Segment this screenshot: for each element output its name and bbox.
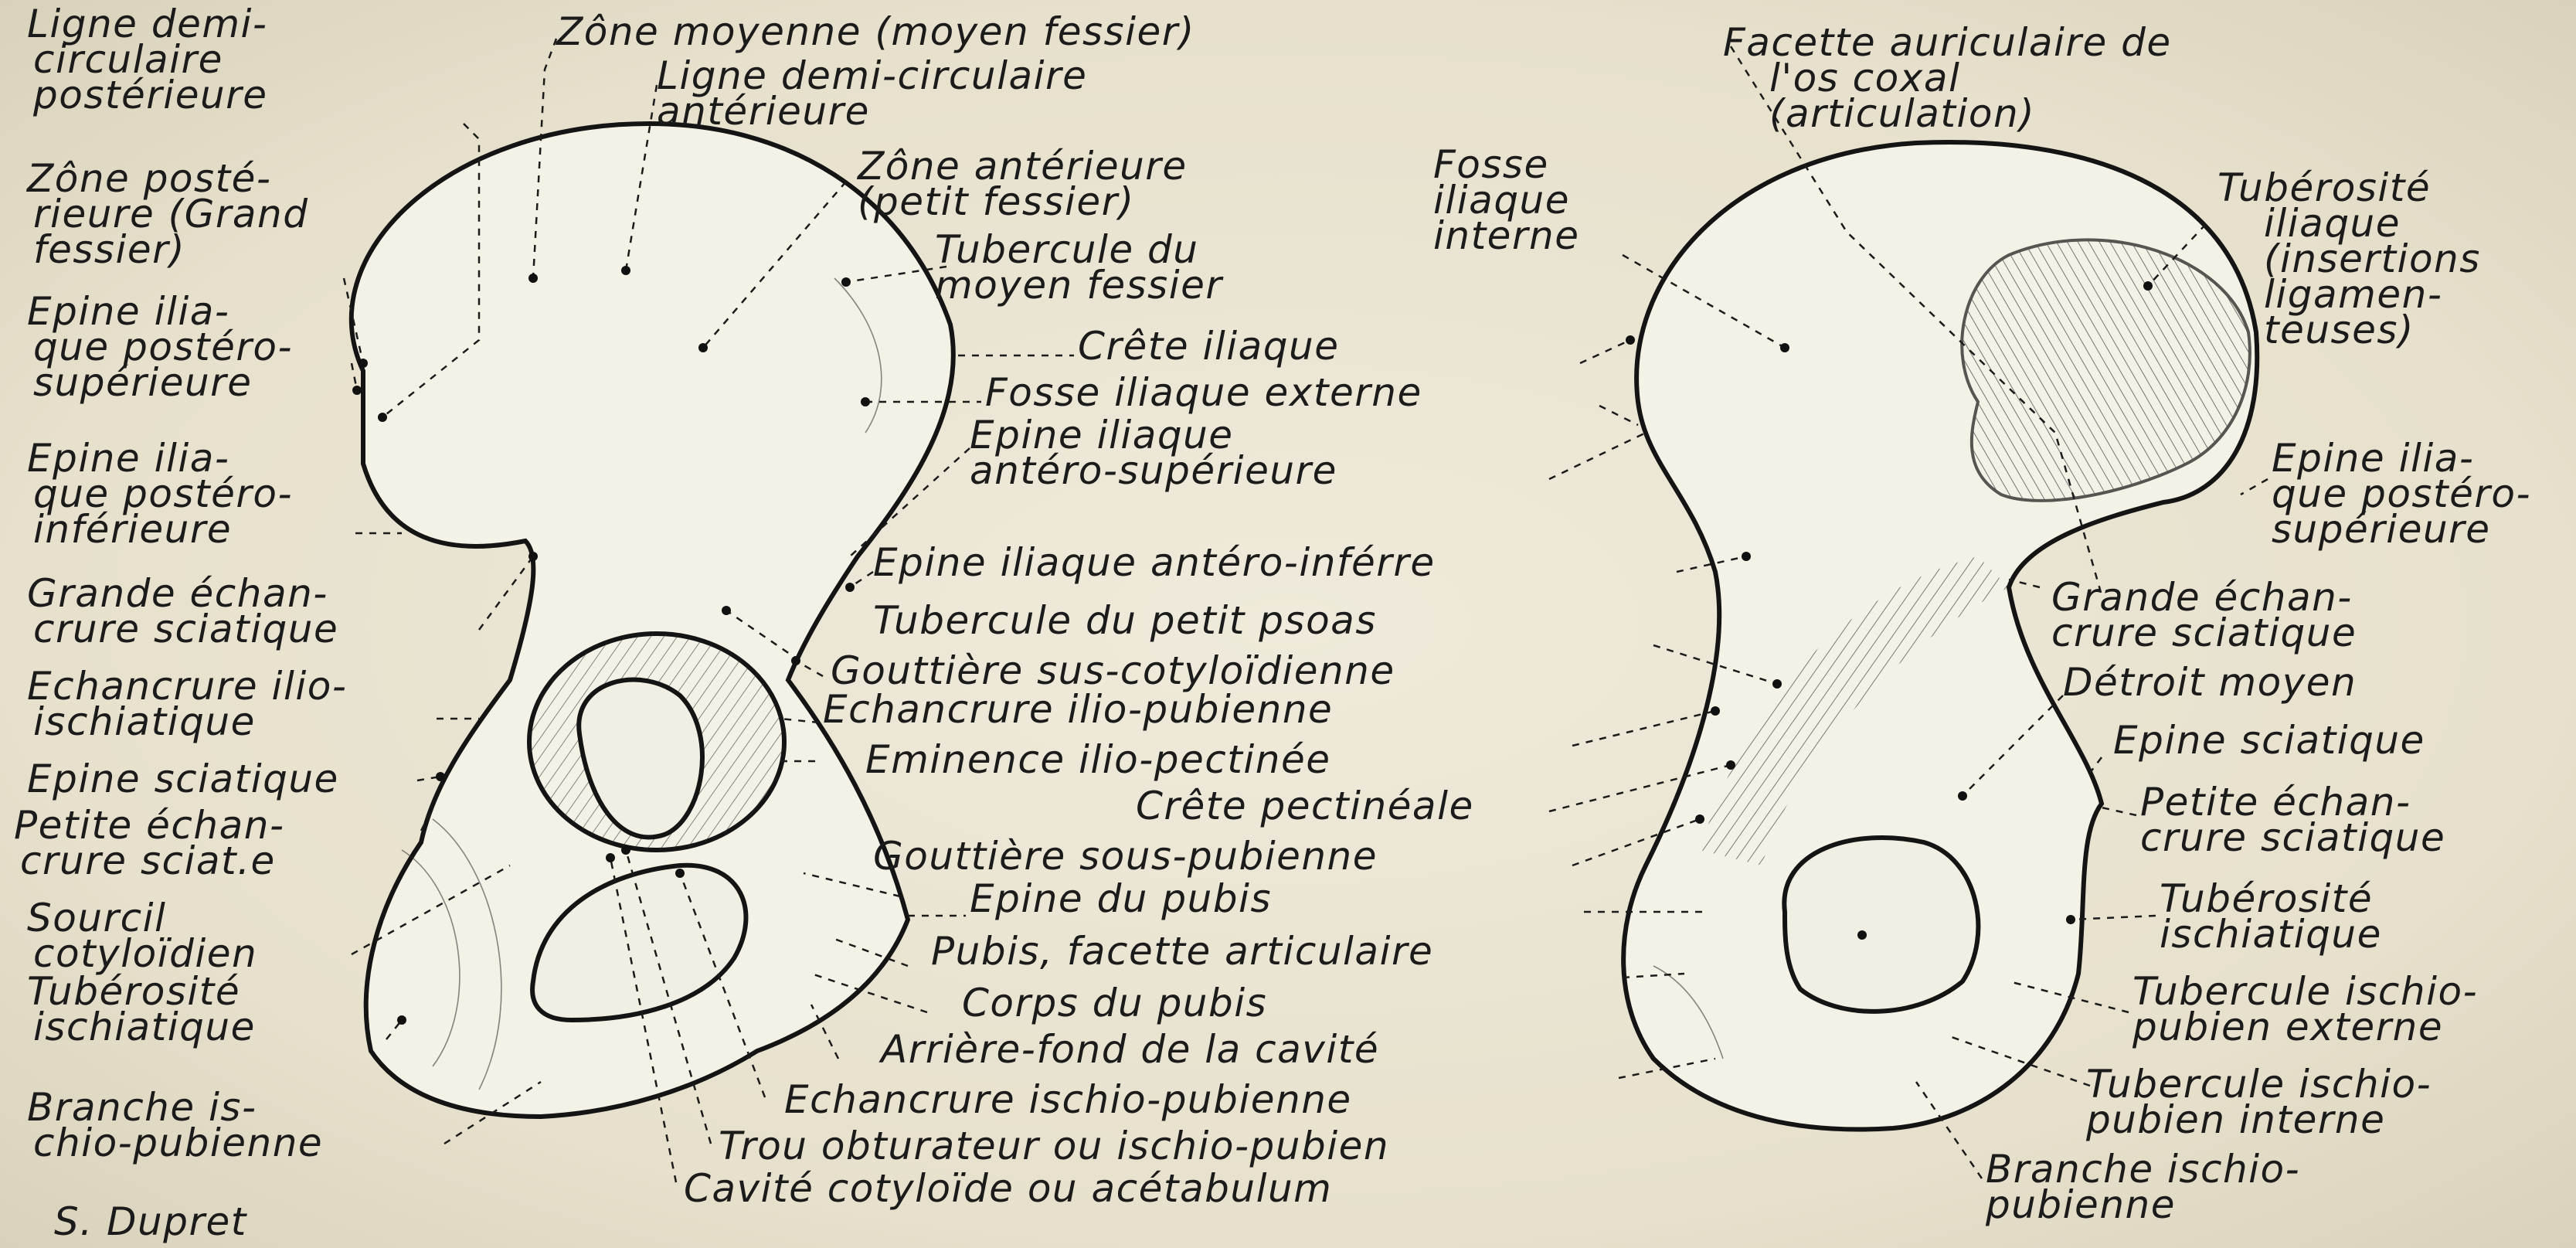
label-line: Tubercule du petit psoas [873,598,1377,643]
label-line: Trou obturateur ou ischio-pubien [719,1124,1389,1168]
label-line: Epine du pubis [970,876,1272,921]
label-center-2: Zône antérieure(petit fessier) [856,144,1188,224]
label-center-10: Echancrure ilio-pubienne [823,687,1333,732]
label-right-5: Détroit moyen [2063,660,2357,705]
label-right-10: Tubercule ischio-pubien interne [2085,1062,2432,1142]
label-center-14: Epine du pubis [970,876,1272,921]
label-line: pubien interne [2085,1097,2385,1142]
label-center-15: Pubis, facette articulaire [931,929,1433,974]
label-line: supérieure [2272,507,2490,552]
label-line: Epine sciatique [2113,718,2425,763]
label-line: crure sciat.e [20,838,276,883]
label-line: postérieure [32,73,267,117]
label-line: antéro-supérieure [970,448,1337,493]
label-line: Fosse iliaque externe [985,370,1422,415]
label-line: Cavité cotyloïde ou acétabulum [684,1166,1332,1211]
label-center-20: Cavité cotyloïde ou acétabulum [684,1166,1332,1211]
label-line: moyen fessier [935,263,1224,308]
label-center-3: Tubercule dumoyen fessier [935,227,1224,308]
label-line: (articulation) [1769,91,2035,136]
label-right-8: Tubérositéischiatique [2160,876,2382,957]
hip-bone-external-view [352,124,953,1117]
label-center-17: Arrière-fond de la cavité [878,1027,1379,1072]
label-right-6: Epine sciatique [2113,718,2425,763]
label-left-7: Petite échan-crure sciat.e [14,803,284,883]
label-line: crure sciatique [2140,815,2445,860]
label-left-5: Echancrure ilio-ischiatique [27,664,347,744]
label-line: pubien externe [2132,1005,2443,1049]
label-line: Epine iliaque antéro-inférre [873,540,1436,585]
label-line: ischiatique [33,1005,256,1049]
label-center-13: Gouttière sous-pubienne [873,834,1378,879]
label-right-3: Epine ilia-que postéro-supérieure [2272,436,2531,552]
label-center-0: Zône moyenne (moyen fessier) [555,9,1195,54]
label-left-3: Epine ilia-que postéro-inférieure [27,436,293,552]
label-line: inférieure [33,507,232,552]
label-right-7: Petite échan-crure sciatique [2140,780,2445,860]
label-right-4: Grande échan-crure sciatique [2051,575,2357,655]
label-line: fessier) [33,227,185,272]
label-line: Crête iliaque [1078,324,1340,369]
label-left-2: Epine ilia-que postéro-supérieure [27,289,293,405]
label-right-0: Facette auriculaire del'os coxal(articul… [1723,20,2172,136]
label-left-10: Branche is-chio-pubienne [27,1085,323,1165]
label-center-8: Tubercule du petit psoas [873,598,1377,643]
label-line: Gouttière sous-pubienne [873,834,1378,879]
label-line: supérieure [33,360,252,405]
label-line: Epine sciatique [27,757,339,801]
label-center-16: Corps du pubis [962,981,1267,1025]
label-right-11: Branche ischio-pubienne [1985,1147,2300,1227]
label-left-6: Epine sciatique [27,757,339,801]
label-line: (petit fessier) [858,179,1135,224]
label-line: crure sciatique [2051,610,2357,655]
label-line: Crête pectinéale [1136,784,1474,828]
label-line: pubienne [1985,1182,2176,1227]
label-line: Arrière-fond de la cavité [878,1027,1379,1072]
label-center-18: Echancrure ischio-pubienne [784,1077,1352,1122]
label-line: interne [1433,213,1579,258]
label-line: Eminence ilio-pectinée [865,737,1330,782]
artist-signature: S. Dupret [54,1199,248,1244]
label-line: ischiatique [33,699,256,744]
label-left-4: Grande échan-crure sciatique [27,571,338,651]
label-line: Echancrure ischio-pubienne [784,1077,1352,1122]
label-right-9: Tubercule ischio-pubien externe [2132,969,2478,1049]
label-center-11: Eminence ilio-pectinée [865,737,1330,782]
label-line: ischiatique [2160,912,2382,957]
obturator-foramen-internal [1784,838,1978,1012]
label-line: teuses) [2264,308,2415,352]
label-line: crure sciatique [33,607,338,651]
label-left-0: Ligne demi-circulairepostérieure [27,2,267,117]
label-center-7: Epine iliaque antéro-inférre [873,540,1436,585]
label-line: antérieure [657,89,870,134]
label-center-19: Trou obturateur ou ischio-pubien [719,1124,1389,1168]
label-center-4: Crête iliaque [1078,324,1340,369]
label-line: chio-pubienne [33,1120,323,1165]
label-line: Zône moyenne (moyen fessier) [555,9,1195,54]
label-line: Détroit moyen [2063,660,2357,705]
label-line: Echancrure ilio-pubienne [823,687,1333,732]
label-center-12: Crête pectinéale [1136,784,1474,828]
label-center-5: Fosse iliaque externe [985,370,1422,415]
label-line: Pubis, facette articulaire [931,929,1433,974]
label-line: Corps du pubis [962,981,1267,1025]
